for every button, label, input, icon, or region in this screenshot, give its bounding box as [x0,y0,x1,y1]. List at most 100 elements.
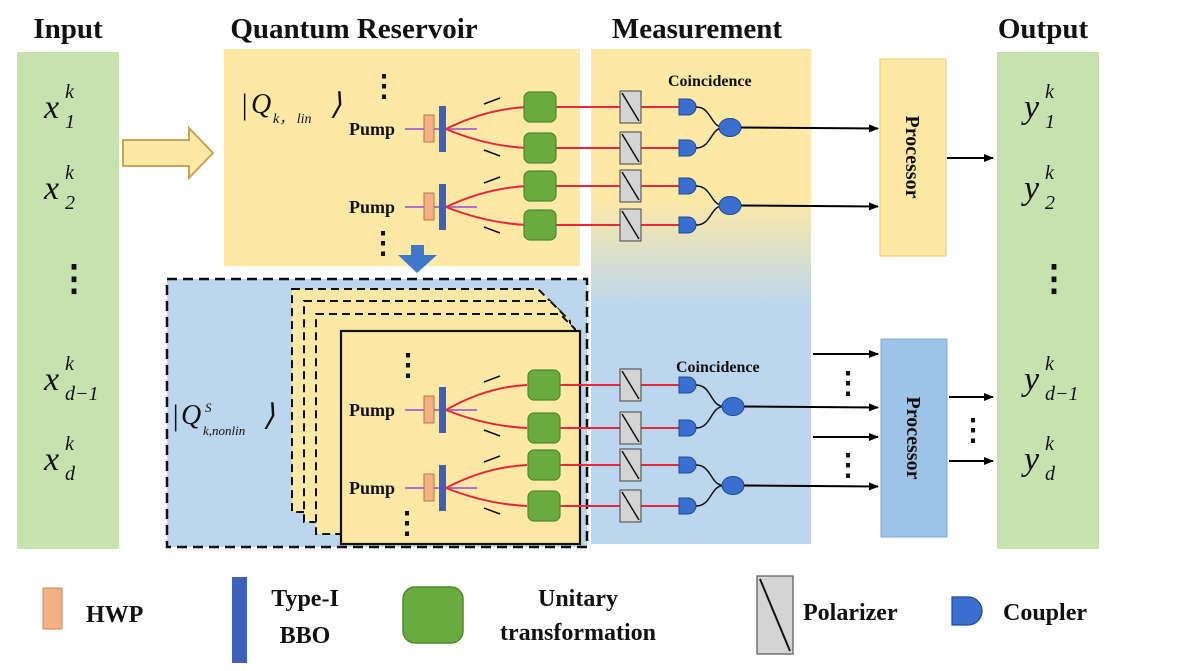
input-var-sup: k [65,353,75,375]
processor-linear [879,58,947,257]
coupler [678,98,697,116]
mirror-lower [483,149,501,157]
unitary-block [523,170,557,202]
pump-unit: Pump [349,97,528,157]
legend-unitary-label-1: Unitary [538,586,618,612]
unitary-block [523,91,557,123]
processor-nonlinear [880,338,948,538]
coincidence-detector [721,476,745,495]
hwp-plate [423,473,435,502]
unitary-block [527,412,561,444]
input-arrow [122,125,215,181]
entangled-beam [445,185,528,208]
svg-text:S: S [205,400,212,415]
mirror-upper [483,455,501,463]
coupler [678,216,697,234]
processor-nonlinear-label: Processor [902,397,924,480]
fiber-lower [695,484,725,507]
legend-unitary-label-2: transformation [500,620,656,646]
optical-components: PumpPumpCoincidencePumpPumpCoincidence⋮⋮… [349,70,994,540]
unitary-block [523,209,557,241]
input-var-sup: k [65,81,75,103]
header-quantum-reservoir: Quantum Reservoir [230,13,477,45]
input-var-base: x [43,361,59,398]
entangled-beam [445,464,528,489]
entangled-beam [445,106,528,130]
output-ellipsis: ⋮ [1036,258,1072,298]
coupler [678,419,697,437]
pump-label: Pump [349,119,395,139]
legend-coupler-swatch [951,596,983,626]
unitary-block [523,132,557,164]
fiber-upper [695,384,725,408]
header-measurement: Measurement [612,13,783,45]
pump-label: Pump [349,400,395,420]
coupler [678,177,697,195]
input-var-sup: k [65,162,75,184]
fiber-lower [695,405,725,429]
bbo-crystal [439,106,446,152]
processor-linear-label: Processor [901,116,923,199]
output-var-sup: k [1045,81,1055,103]
mirror-lower [483,226,501,234]
input-var-sub: d−1 [65,383,99,405]
reservoir-ellipsis-top: ⋮ [369,70,399,103]
polarizer-axis [621,413,640,443]
coincidence-detector [718,118,742,137]
svg-text:Q: Q [251,89,271,120]
signal-arrow [740,202,879,211]
coupler [678,497,697,515]
svg-text:k， lin: k， lin [273,112,312,127]
coupler [678,456,697,474]
header-input: Input [33,13,103,45]
input-var-base: x [43,441,59,478]
input-ellipsis: ⋮ [56,258,92,298]
svg-text:Q: Q [181,400,201,431]
polarizer-axis [621,171,640,201]
reservoir-ellipsis-bottom: ⋮ [368,227,398,260]
polarizer-axis [621,210,640,240]
coincidence-detector [721,397,745,416]
hwp-plate [423,192,435,221]
svg-text:⟩: ⟩ [330,88,342,121]
meas-ellipsis-1: ⋮ [833,367,863,400]
coincidence-label-top: Coincidence [668,73,752,90]
hwp-plate [423,395,435,424]
output-var-sup: k [1045,162,1055,184]
bbo-crystal [439,465,446,511]
entangled-beam [445,128,528,149]
polarizer-axis [621,92,640,122]
legend-hwp-label: HWP [86,602,143,628]
output-panel [997,52,1099,549]
entangled-beam [445,206,528,226]
mirror-lower [483,507,501,515]
svg-text:k,nonlin: k,nonlin [203,423,245,438]
nonlinear-ellipsis-top: ⋮ [393,349,423,382]
pump-label: Pump [349,197,395,217]
polarizer-axis [621,370,640,400]
input-var-sub: d [65,463,76,485]
coincidence-label-bottom: Coincidence [676,359,760,376]
input-var-base: x [43,89,59,126]
pump-unit: Pump [349,176,528,234]
output-var-base: y [1021,361,1040,398]
output-var-sub: 2 [1045,192,1055,214]
legend-polarizer-label: Polarizer [803,600,898,626]
signal-arrow [740,124,879,133]
output-var-sub: 1 [1045,111,1055,133]
output-var-base: y [1021,89,1040,126]
coupler [678,139,697,157]
down-arrow [398,245,437,273]
output-var-sup: k [1045,353,1055,375]
input-var-base: x [43,170,59,207]
output-var-base: y [1021,441,1040,478]
mirror-lower [483,429,501,437]
unitary-block [527,449,561,481]
